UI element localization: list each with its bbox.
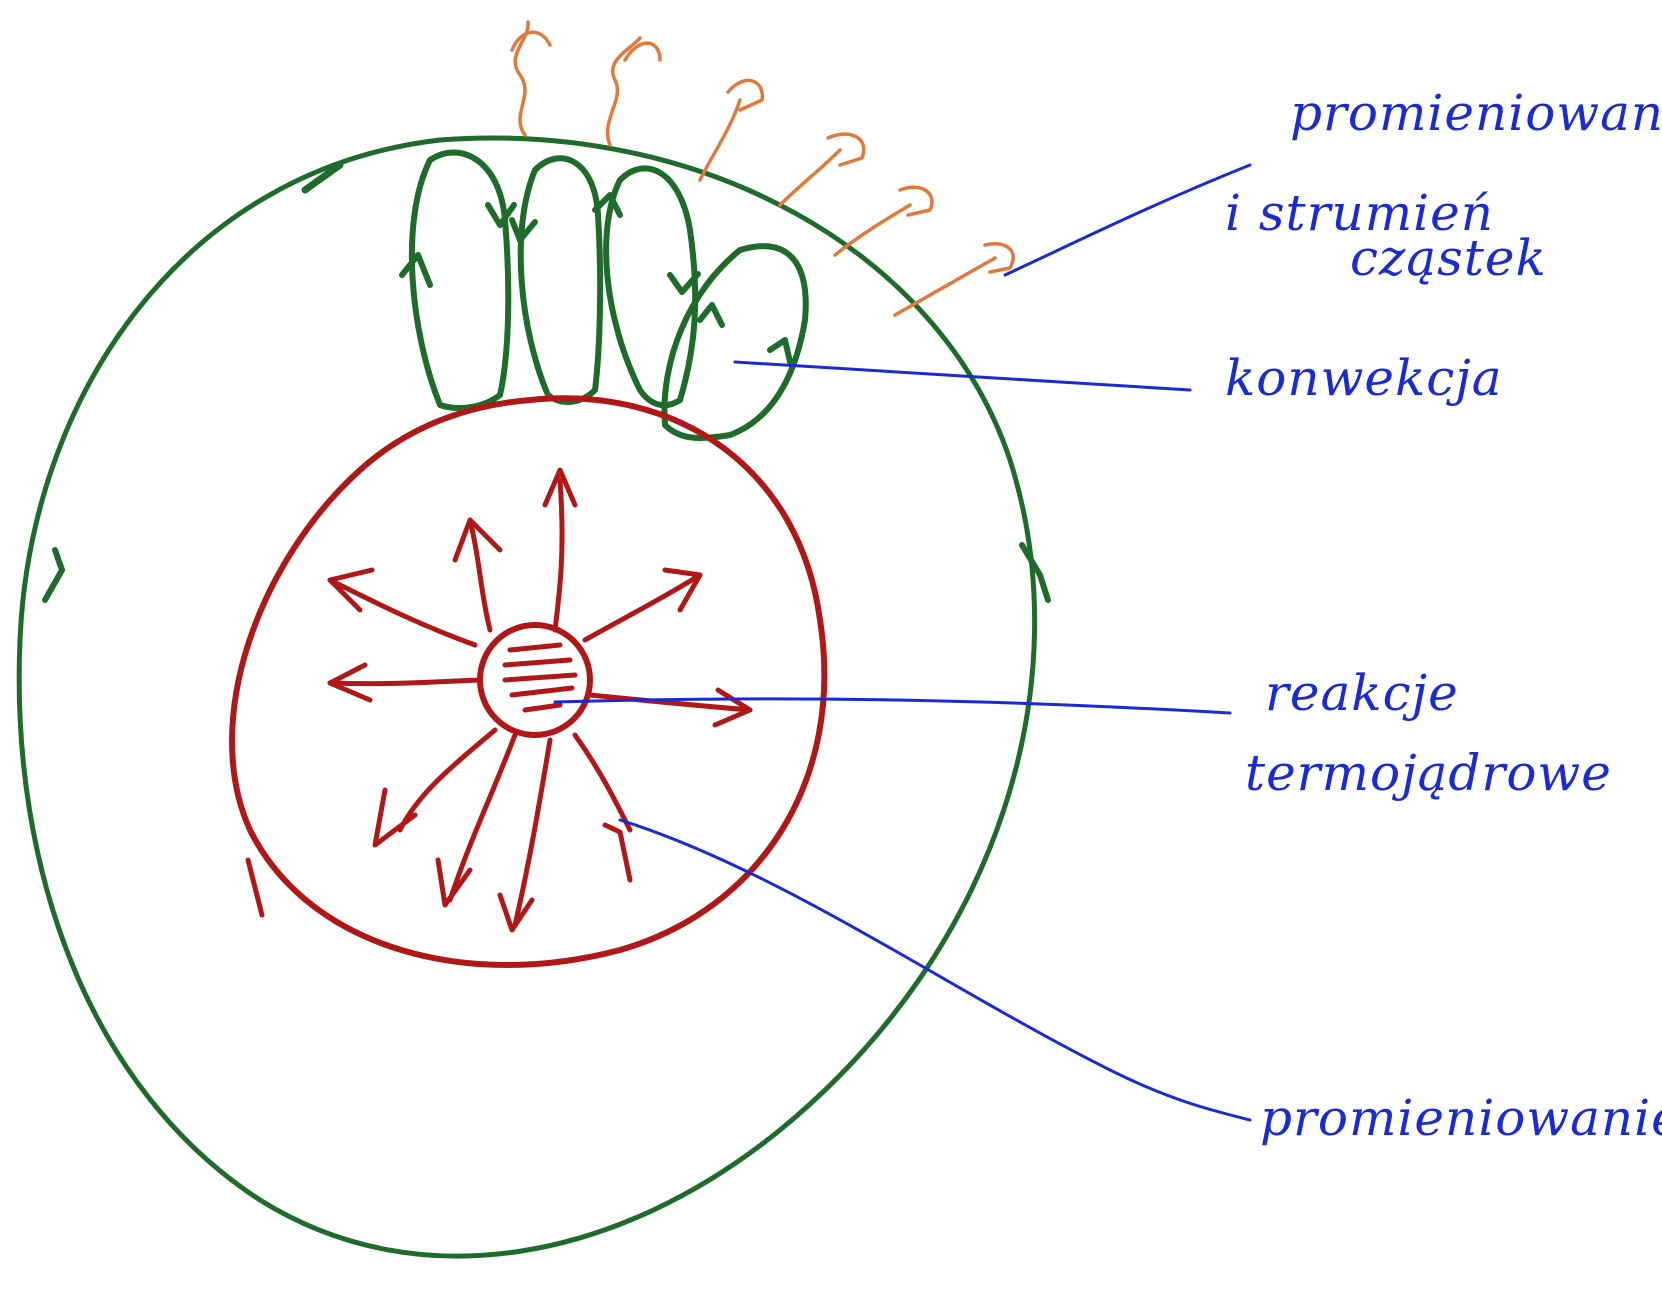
radiative-zone-tick [248, 860, 262, 915]
outgoing-arrow [835, 205, 910, 255]
leader-fusion [555, 699, 1230, 713]
outer-envelope-tick [45, 550, 62, 600]
outgoing-arrow-head [900, 187, 932, 215]
convection-cell [521, 158, 600, 402]
outgoing-arrow [780, 150, 840, 205]
radial-arrow [330, 580, 475, 645]
outgoing-arrow-head [985, 244, 1013, 272]
convection-cells [402, 153, 806, 438]
outgoing-arrow [895, 258, 995, 315]
radial-arrow-head [375, 790, 415, 845]
convection-arrowhead [770, 340, 790, 362]
outgoing-arrow-head [728, 80, 762, 110]
label-fusion-line2: termojądrowe [1245, 744, 1612, 802]
convection-arrowhead [402, 255, 430, 285]
radial-arrow-head [605, 825, 630, 880]
annotation-leaders [555, 165, 1250, 1120]
label-radiation: promieniowanie [1260, 1089, 1662, 1147]
leader-radiation [620, 820, 1250, 1120]
core [480, 625, 590, 735]
leader-radiation-particles [1005, 165, 1250, 275]
label-fusion-line1: reakcje [1265, 664, 1459, 722]
radial-arrow [330, 680, 480, 684]
radial-arrow [555, 480, 562, 630]
radial-arrow [575, 735, 630, 830]
outgoing-arrow-head [828, 134, 864, 165]
label-radiation-particles-line3: cząstek [1350, 229, 1547, 287]
outgoing-radiation-arrows [512, 22, 1013, 315]
radiative-zone-boundary [232, 398, 824, 965]
radial-arrow [515, 740, 550, 925]
outgoing-arrow [700, 100, 740, 180]
convection-arrowhead [700, 305, 722, 325]
label-convection: konwekcja [1225, 349, 1503, 407]
annotation-labels: promieniowanie i strumień cząstek konwek… [1225, 84, 1662, 1147]
label-radiation-particles-line1: promieniowanie [1290, 84, 1662, 142]
outgoing-arrow [608, 38, 640, 145]
